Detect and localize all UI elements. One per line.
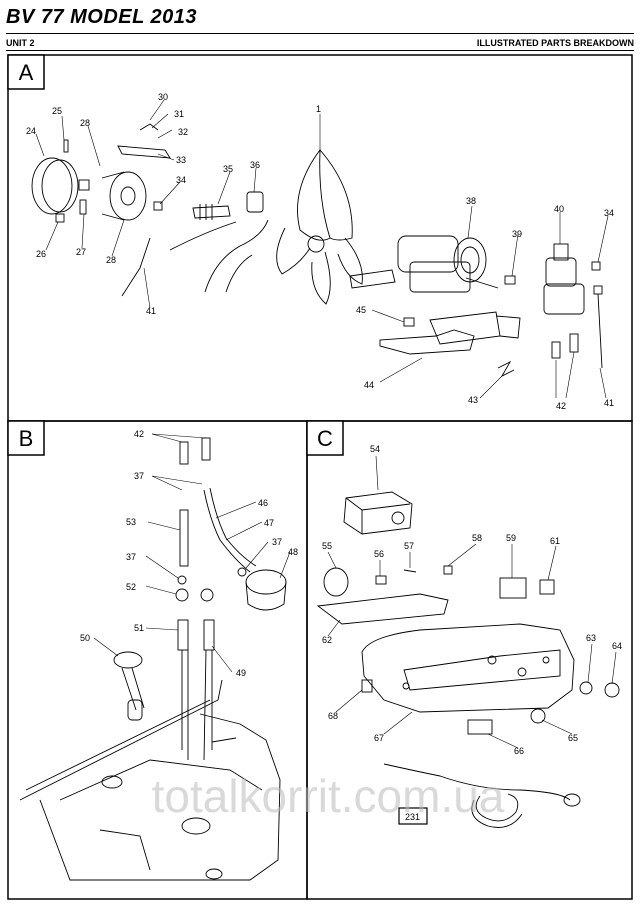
- callout-a-41-left: 41: [146, 306, 156, 316]
- callout-a-45: 45: [356, 305, 366, 315]
- callout-b-50: 50: [80, 633, 90, 643]
- callout-b-47: 47: [264, 518, 274, 528]
- callout-a-44: 44: [364, 380, 374, 390]
- starter-motor: [349, 235, 499, 293]
- watermark: totalkorrit.com.ua: [152, 770, 505, 822]
- callout-c-59: 59: [506, 533, 516, 543]
- panel-b-label: B: [7, 420, 45, 456]
- panel-c-frame: [306, 420, 633, 900]
- callout-b-37-right: 37: [272, 537, 282, 547]
- callout-b-51: 51: [134, 623, 144, 633]
- callout-a-1: 1: [316, 104, 321, 114]
- callout-b-48: 48: [288, 547, 298, 557]
- callout-c-54: 54: [370, 444, 380, 454]
- flywheel-cover: [31, 157, 73, 215]
- callout-a-30: 30: [158, 92, 168, 102]
- callout-a-33: 33: [176, 155, 186, 165]
- panel-b-letter: B: [19, 426, 34, 451]
- header-rule-top: [6, 33, 634, 34]
- panel-a-letter: A: [19, 60, 34, 85]
- callout-b-46: 46: [258, 498, 268, 508]
- callout-c-56: 56: [374, 549, 384, 559]
- callout-b-37-top: 37: [134, 471, 144, 481]
- fuel-cap: [113, 651, 145, 721]
- callout-a-28-top: 28: [80, 118, 90, 128]
- panel-c-letter: C: [317, 426, 333, 451]
- callout-c-68: 68: [328, 711, 338, 721]
- document-title: BV 77 MODEL 2013: [6, 6, 198, 28]
- callout-c-55: 55: [322, 541, 332, 551]
- callout-a-26: 26: [36, 249, 46, 259]
- bracket-plate: [316, 593, 449, 625]
- callout-c-65: 65: [568, 733, 578, 743]
- callout-a-28-bottom: 28: [106, 255, 116, 265]
- panel-a-label: A: [7, 54, 45, 90]
- callout-b-53: 53: [126, 517, 136, 527]
- callout-a-43: 43: [468, 395, 478, 405]
- callout-a-35: 35: [223, 164, 233, 174]
- callout-a-40: 40: [554, 204, 564, 214]
- cooling-fan: [276, 148, 363, 305]
- callout-c-61: 61: [550, 536, 560, 546]
- panel-b-callouts: 42 37 46 53 47 37 48 37 52 50 51 49: [80, 429, 298, 678]
- callout-b-49: 49: [236, 668, 246, 678]
- callout-a-24: 24: [26, 126, 36, 136]
- callout-c-63: 63: [586, 633, 596, 643]
- panel-a-callouts: 30 31 32 33 1 25 28 24 35 36 34 26 27 28…: [26, 92, 614, 411]
- callout-a-36: 36: [250, 160, 260, 170]
- ignition-coil: [543, 243, 585, 315]
- callout-b-52: 52: [126, 582, 136, 592]
- panel-c-callouts: 54 55 56 57 58 59 61 62 63 64 68 67 65 6…: [322, 444, 622, 822]
- panel-c-label: C: [306, 420, 344, 456]
- panel-a-drawing: [31, 99, 609, 399]
- section-label: ILLUSTRATED PARTS BREAKDOWN: [476, 38, 634, 48]
- header-rule-bottom: [6, 50, 634, 51]
- callout-c-57: 57: [404, 541, 414, 551]
- callout-a-34-right: 34: [604, 208, 614, 218]
- callout-c-58: 58: [472, 533, 482, 543]
- callout-b-37-middle: 37: [126, 552, 136, 562]
- callout-a-42: 42: [556, 401, 566, 411]
- callout-c-62: 62: [322, 635, 332, 645]
- callout-c-64: 64: [612, 641, 622, 651]
- callout-a-32: 32: [178, 127, 188, 137]
- connector: [499, 577, 527, 599]
- mount-plate: [379, 311, 521, 355]
- callout-a-39: 39: [512, 229, 522, 239]
- fuel-line: [203, 489, 251, 573]
- control-housing: [361, 623, 575, 713]
- bolt: [179, 441, 189, 465]
- pulley: [109, 171, 147, 221]
- callout-a-38: 38: [466, 196, 476, 206]
- callout-c-231: 231: [405, 812, 420, 822]
- callout-a-31: 31: [174, 109, 184, 119]
- callout-c-66: 66: [514, 746, 524, 756]
- panel-b-drawing: [19, 433, 291, 881]
- callout-b-42: 42: [134, 429, 144, 439]
- panel-b-frame: [7, 420, 308, 900]
- callout-a-27: 27: [76, 247, 86, 257]
- callout-a-41-right: 41: [604, 398, 614, 408]
- ignition-switch-box: [343, 491, 413, 535]
- harness-cable: [383, 763, 581, 828]
- panel-c-drawing: [316, 455, 620, 828]
- terminal-block: [467, 719, 493, 735]
- callout-a-25: 25: [52, 106, 62, 116]
- fuel-tank: [19, 679, 281, 881]
- unit-label: UNIT 2: [6, 38, 35, 48]
- callout-c-67: 67: [374, 733, 384, 743]
- callout-a-34-left: 34: [176, 175, 186, 185]
- fuel-filter: [245, 569, 287, 611]
